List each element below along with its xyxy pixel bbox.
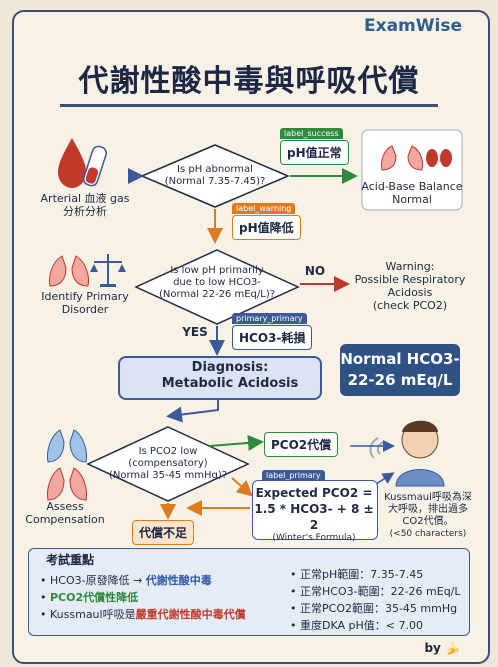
diagnosis-box (118, 356, 322, 400)
assess-line1: Assess (46, 500, 84, 513)
decision-pco2-low (86, 426, 250, 502)
lungs-icon-3 (47, 429, 87, 463)
primary-tag2-label: label_primary (262, 470, 325, 481)
expected-line2: 1.5 * HCO3- + 8 ± 2 (254, 502, 374, 532)
exam-right-item-2: 正常HCO3-範圍：22-26 mEq/L (290, 583, 461, 600)
exam-left-item-3: Kussmaul呼吸是嚴重代謝性酸中毒代償 (40, 606, 246, 623)
exam-right-item-4: 重度DKA pH值：< 7.00 (290, 617, 461, 634)
page-title: 代謝性酸中毒與呼吸代償 (78, 64, 420, 99)
exam-left-item-1: HCO3-原發降低 → 代謝性酸中毒 (40, 572, 246, 589)
acid-base-normal-line2: Normal (392, 193, 432, 206)
normal-hco3-box: Normal HCO3- 22-26 mEq/L (340, 344, 460, 396)
ph-low-tag: pH值降低 (232, 215, 301, 240)
q1-line2: (Normal 7.35-7.45)? (164, 176, 266, 187)
q1-line1: Is pH abnormal (177, 164, 253, 175)
kussmaul-line4: (<50 characters) (389, 529, 467, 539)
warning-line4: (check PCO2) (372, 299, 448, 312)
identify-line1: Identify Primary (41, 290, 129, 303)
scale-icon (90, 254, 126, 287)
abg-label: Arterial 血液 gas 分析分析 (30, 192, 140, 218)
brand-logo: ExamWise (364, 16, 462, 36)
exam-right-item-3: 正常PCO2範圍：35-45 mmHg (290, 600, 461, 617)
footer-credit: by 🍌 (424, 641, 460, 655)
exam-left-2-em: PCO2代償性降低 (50, 591, 139, 604)
q2-line1: Is low pH primarily (170, 265, 264, 276)
acid-base-normal: Acid-Base Balance Normal (358, 180, 466, 206)
q2-line3: (Normal 22-26 mEq/L)? (158, 289, 276, 300)
decision-ph-abnormal (140, 144, 290, 208)
q1-text: Is pH abnormal (Normal 7.35-7.45)? (160, 164, 270, 188)
expected-pco2-text: Expected PCO2 = 1.5 * HCO3- + 8 ± 2 (Win… (252, 486, 376, 544)
lungs-icon-2 (49, 255, 89, 287)
warning-line3: Acidosis (387, 286, 433, 299)
normal-hco3-line1: Normal HCO3- (340, 350, 460, 368)
person-breathing-icon (369, 420, 445, 487)
exam-left-3-text: Kussmaul呼吸是 (50, 608, 136, 621)
blood-drop-icon (58, 138, 86, 188)
expected-pco2-box (252, 480, 378, 540)
exam-left-list: HCO3-原發降低 → 代謝性酸中毒 PCO2代償性降低 Kussmaul呼吸是… (40, 572, 246, 623)
insufficient-compensation-tag: 代償不足 (132, 520, 195, 545)
warning-line2: Possible Respiratory (354, 273, 466, 286)
kussmaul-line3: CO2代償。 (402, 516, 454, 527)
identify-line2: Disorder (61, 303, 109, 316)
ph-normal-tag: pH值正常 (280, 140, 349, 165)
kussmaul-line2: 大呼吸，排出過多 (388, 504, 468, 515)
diagnosis-text: Diagnosis: Metabolic Acidosis (150, 360, 310, 392)
q3-line1: Is PCO2 low (138, 446, 198, 457)
kussmaul-line1: Kussmaul呼吸為深 (384, 492, 472, 503)
primary-tag-label: primary_primary (232, 313, 307, 324)
exam-left-1-text: HCO3-原發降低 → (50, 574, 146, 587)
expected-line1: Expected PCO2 = (255, 486, 373, 500)
exam-title: 考試重點 (46, 553, 95, 567)
exam-left-item-2: PCO2代償性降低 (40, 589, 246, 606)
decision-low-hco3 (134, 249, 300, 325)
q3-text: Is PCO2 low (compensatory) (Normal 35-45… (108, 446, 228, 482)
warning-resp-acidosis: Warning: Possible Respiratory Acidosis (… (350, 260, 470, 312)
hco3-loss-tag: HCO3-耗損 (232, 325, 313, 350)
pco2-compensation-tag: PCO2代償 (264, 432, 339, 457)
abg-label-line1: Arterial 血液 gas (40, 192, 130, 205)
exam-left-1-em: 代謝性酸中毒 (145, 574, 212, 587)
success-tag-label: label_success (280, 128, 343, 139)
abg-label-line2: 分析分析 (63, 205, 107, 218)
exam-left-3-em: 嚴重代謝性酸中毒代償 (135, 608, 246, 621)
assess-label: Assess Compensation (20, 500, 110, 526)
normal-hco3-line2: 22-26 mEq/L (347, 371, 453, 389)
exam-right-item-1: 正常pH範圍：7.35-7.45 (290, 566, 461, 583)
title-underline (60, 104, 438, 107)
expected-line3: (Winter's Formula) (272, 533, 356, 543)
lungs-icon (381, 145, 423, 171)
q3-line2: (compensatory) (128, 458, 208, 469)
diagnosis-line1: Diagnosis: (191, 360, 269, 375)
no-label: NO (304, 264, 326, 278)
test-tube-icon (82, 145, 108, 187)
q2-line2: due to low HCO3- (173, 277, 261, 288)
kidneys-icon (426, 149, 452, 167)
kussmaul-note: Kussmaul呼吸為深 大呼吸，排出過多 CO2代償。 (<50 charac… (378, 492, 478, 540)
lungs-icon-4 (47, 467, 87, 501)
q2-text: Is low pH primarily due to low HCO3- (No… (157, 265, 277, 301)
exam-right-list: 正常pH範圍：7.35-7.45 正常HCO3-範圍：22-26 mEq/L 正… (290, 566, 461, 634)
identify-label: Identify Primary Disorder (30, 290, 140, 316)
yes-label: YES (182, 325, 208, 339)
diagnosis-line2: Metabolic Acidosis (161, 376, 299, 391)
assess-line2: Compensation (25, 513, 105, 526)
acid-base-normal-line1: Acid-Base Balance (361, 180, 463, 193)
warning-tag-label: label_warning (232, 203, 296, 214)
q3-line3: (Normal 35-45 mmHg)? (108, 470, 228, 481)
warning-line1: Warning: (385, 260, 435, 273)
